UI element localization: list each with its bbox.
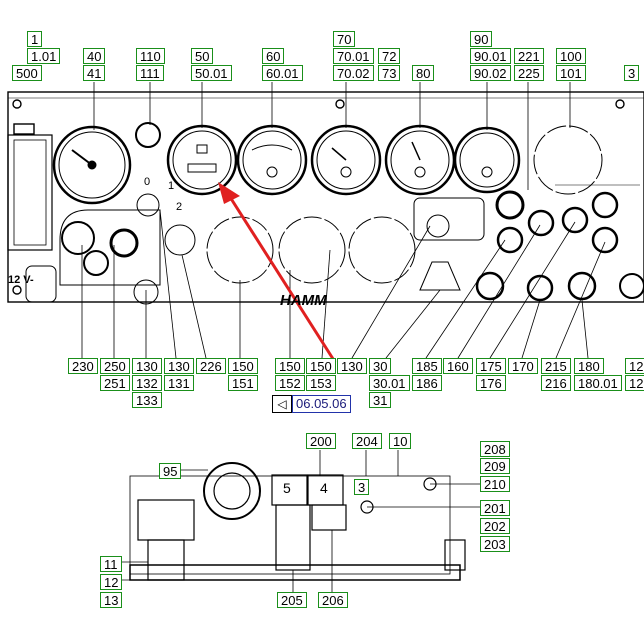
callout-10[interactable]: 10 xyxy=(389,433,412,449)
instrument-panel xyxy=(7,91,644,303)
callout-160[interactable]: 160 xyxy=(443,358,473,374)
leader-lines xyxy=(81,82,606,359)
callout-130-b[interactable]: 130 xyxy=(164,358,194,374)
callout-13[interactable]: 13 xyxy=(100,592,123,608)
callout-130-c[interactable]: 130 xyxy=(337,358,367,374)
callout-3-top[interactable]: 3 xyxy=(624,65,640,81)
lower-leader-lines xyxy=(120,450,480,592)
callout-40[interactable]: 40 xyxy=(83,48,106,64)
callout-221[interactable]: 221 xyxy=(514,48,544,64)
callout-1[interactable]: 1 xyxy=(27,31,43,47)
callout-150-c[interactable]: 150 xyxy=(306,358,336,374)
callout-70-01[interactable]: 70.01 xyxy=(333,48,374,64)
callout-90[interactable]: 90 xyxy=(470,31,493,47)
callout-31[interactable]: 31 xyxy=(369,392,392,408)
callout-170[interactable]: 170 xyxy=(508,358,538,374)
callout-251[interactable]: 251 xyxy=(100,375,130,391)
socket-label: 12 V- xyxy=(8,274,34,286)
callout-225[interactable]: 225 xyxy=(514,65,544,81)
callout-41[interactable]: 41 xyxy=(83,65,106,81)
callout-215[interactable]: 215 xyxy=(541,358,571,374)
callout-186[interactable]: 186 xyxy=(412,375,442,391)
callout-203[interactable]: 203 xyxy=(480,536,510,552)
callout-72[interactable]: 72 xyxy=(378,48,401,64)
callout-60-01[interactable]: 60.01 xyxy=(262,65,303,81)
callout-133[interactable]: 133 xyxy=(132,392,162,408)
callout-151[interactable]: 151 xyxy=(228,375,258,391)
callout-30-01[interactable]: 30.01 xyxy=(369,375,410,391)
callout-208[interactable]: 208 xyxy=(480,441,510,457)
switch-pos-2: 2 xyxy=(176,201,183,213)
callout-100[interactable]: 100 xyxy=(556,48,586,64)
callout-153[interactable]: 153 xyxy=(306,375,336,391)
callout-60[interactable]: 60 xyxy=(262,48,285,64)
callout-90-01[interactable]: 90.01 xyxy=(470,48,511,64)
manufacturer-logo: HAMM xyxy=(280,292,327,309)
callout-5: 5 xyxy=(283,480,291,496)
callout-12-right-b[interactable]: 12 xyxy=(625,375,644,391)
callout-175[interactable]: 175 xyxy=(476,358,506,374)
fuel-gauge xyxy=(384,124,456,196)
callout-176[interactable]: 176 xyxy=(476,375,506,391)
blank-gauge-slot xyxy=(533,125,603,195)
callout-110[interactable]: 110 xyxy=(136,48,165,64)
callout-180[interactable]: 180 xyxy=(574,358,604,374)
callout-250[interactable]: 250 xyxy=(100,358,130,374)
callout-50-01[interactable]: 50.01 xyxy=(191,65,232,81)
callout-185[interactable]: 185 xyxy=(412,358,442,374)
callout-204[interactable]: 204 xyxy=(352,433,382,449)
callout-101[interactable]: 101 xyxy=(556,65,586,81)
callout-80[interactable]: 80 xyxy=(412,65,435,81)
callout-202[interactable]: 202 xyxy=(480,518,510,534)
temperature-gauge xyxy=(236,124,308,196)
callout-230[interactable]: 230 xyxy=(68,358,98,374)
switch-pos-0: 0 xyxy=(144,176,151,188)
callout-50[interactable]: 50 xyxy=(191,48,214,64)
callout-12-right-a[interactable]: 12 xyxy=(625,358,644,374)
callout-216[interactable]: 216 xyxy=(541,375,571,391)
switch-pos-1: 1 xyxy=(168,180,175,192)
callout-95[interactable]: 95 xyxy=(159,463,182,479)
callout-130-a[interactable]: 130 xyxy=(132,358,162,374)
callout-131[interactable]: 131 xyxy=(164,375,194,391)
callout-201[interactable]: 201 xyxy=(480,500,510,516)
callout-152[interactable]: 152 xyxy=(275,375,305,391)
callout-12-lower[interactable]: 12 xyxy=(100,574,123,590)
callout-206[interactable]: 206 xyxy=(318,592,348,608)
callout-226[interactable]: 226 xyxy=(196,358,226,374)
callout-210[interactable]: 210 xyxy=(480,476,510,492)
callout-150-a[interactable]: 150 xyxy=(228,358,258,374)
callout-90-02[interactable]: 90.02 xyxy=(470,65,511,81)
date-stamp: 06.05.06 xyxy=(292,395,351,413)
callout-205[interactable]: 205 xyxy=(277,592,307,608)
callout-200[interactable]: 200 xyxy=(306,433,336,449)
callout-70-02[interactable]: 70.02 xyxy=(333,65,374,81)
callout-111[interactable]: 111 xyxy=(136,65,164,81)
callout-4: 4 xyxy=(320,480,328,496)
callout-150-b[interactable]: 150 xyxy=(275,358,305,374)
callout-11[interactable]: 11 xyxy=(100,556,122,572)
callout-180-01[interactable]: 180.01 xyxy=(574,375,622,391)
callout-209[interactable]: 209 xyxy=(480,458,510,474)
callout-30[interactable]: 30 xyxy=(369,358,392,374)
pressure-gauge xyxy=(453,126,521,194)
callout-3-lower[interactable]: 3 xyxy=(354,479,370,495)
callout-70[interactable]: 70 xyxy=(333,31,356,47)
tachometer-gauge xyxy=(52,125,132,205)
callout-500[interactable]: 500 xyxy=(12,65,42,81)
callout-1-01[interactable]: 1.01 xyxy=(27,48,61,64)
speaker-icon: ◁ xyxy=(272,395,292,413)
callout-132[interactable]: 132 xyxy=(132,375,162,391)
lower-assembly xyxy=(129,462,466,581)
pointer-arrow xyxy=(218,182,337,363)
callout-73[interactable]: 73 xyxy=(378,65,401,81)
speedometer-gauge xyxy=(310,124,382,196)
hour-meter-gauge xyxy=(166,124,238,196)
